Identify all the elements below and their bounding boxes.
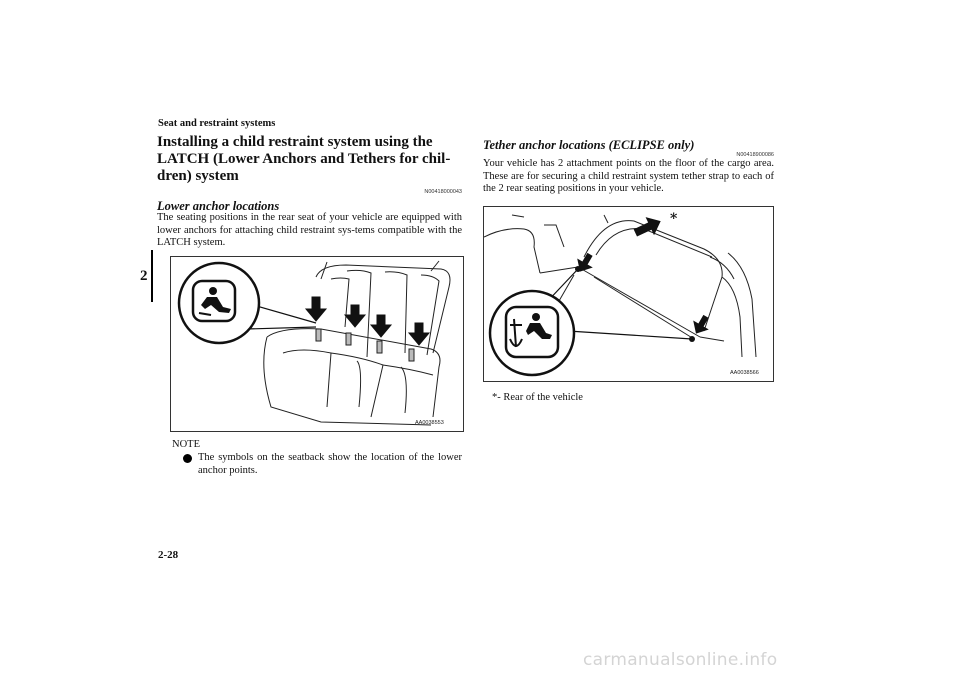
note-text: The symbols on the seatback show the loc… bbox=[198, 452, 462, 476]
chapter-number: 2 bbox=[140, 268, 148, 284]
lower-anchor-paragraph: The seating positions in the rear seat o… bbox=[157, 212, 462, 248]
note-item: The symbols on the seatback show the loc… bbox=[183, 452, 462, 477]
tether-anchor-subheading: Tether anchor locations (ECLIPSE only) bbox=[483, 138, 695, 152]
lower-anchor-figure: AA0038553 bbox=[170, 256, 464, 432]
tether-subheading-code: N00418900086 bbox=[736, 152, 774, 158]
tether-anchor-paragraph: Your vehicle has 2 attachment points on … bbox=[483, 158, 774, 194]
figure-asterisk: * bbox=[670, 211, 678, 227]
watermark: carmanualsonline.info bbox=[583, 650, 778, 670]
page-number: 2-28 bbox=[158, 549, 179, 561]
chapter-tab-bar bbox=[151, 250, 153, 302]
bullet-icon bbox=[183, 454, 192, 463]
rear-seat-illustration bbox=[177, 260, 451, 426]
heading-code: N00418000043 bbox=[424, 189, 462, 195]
note-label: NOTE bbox=[172, 439, 200, 450]
section-header: Seat and restraint systems bbox=[158, 118, 276, 129]
section-heading: Installing a child restraint system usin… bbox=[157, 134, 451, 184]
figure-caption: *- Rear of the vehicle bbox=[492, 392, 583, 403]
lower-anchor-figure-id: AA0038553 bbox=[415, 420, 444, 426]
tether-anchor-figure: * AA0038566 bbox=[483, 206, 774, 382]
lower-anchor-subheading: Lower anchor locations bbox=[157, 199, 280, 213]
cargo-area-illustration: * bbox=[483, 211, 757, 377]
tether-figure-id: AA0038566 bbox=[730, 370, 759, 376]
